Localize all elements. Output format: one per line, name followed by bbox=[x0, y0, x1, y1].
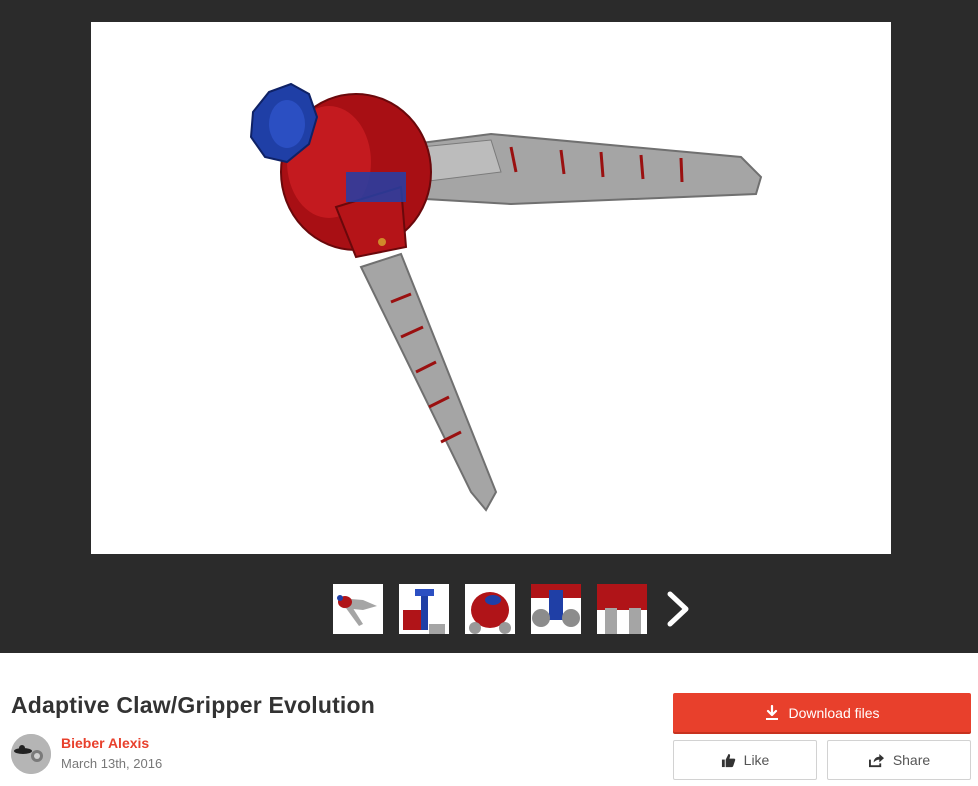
share-icon bbox=[868, 753, 885, 768]
share-button[interactable]: Share bbox=[827, 740, 971, 780]
like-button[interactable]: Like bbox=[673, 740, 817, 780]
author-avatar[interactable] bbox=[11, 734, 51, 774]
thumbnail-red-housing[interactable] bbox=[465, 584, 515, 634]
image-viewer bbox=[0, 0, 978, 653]
like-label: Like bbox=[743, 752, 770, 768]
thumbnail-screw-column[interactable] bbox=[399, 584, 449, 634]
publish-date: March 13th, 2016 bbox=[61, 756, 163, 771]
thumbs-up-icon bbox=[721, 753, 736, 768]
download-files-label: Download files bbox=[788, 704, 880, 721]
main-model-image[interactable] bbox=[91, 22, 891, 554]
share-label: Share bbox=[892, 752, 931, 768]
download-files-button[interactable]: Download files bbox=[673, 693, 971, 732]
thing-title: Adaptive Claw/Gripper Evolution bbox=[11, 692, 376, 718]
thumbnail-worm-gears[interactable] bbox=[531, 584, 581, 634]
download-icon bbox=[764, 704, 780, 721]
thumbnail-claw-overview[interactable] bbox=[333, 584, 383, 634]
next-image-arrow-icon[interactable] bbox=[664, 590, 692, 628]
author-link[interactable]: Bieber Alexis bbox=[61, 735, 150, 751]
thumbnail-claw-mechanism[interactable] bbox=[597, 584, 647, 634]
